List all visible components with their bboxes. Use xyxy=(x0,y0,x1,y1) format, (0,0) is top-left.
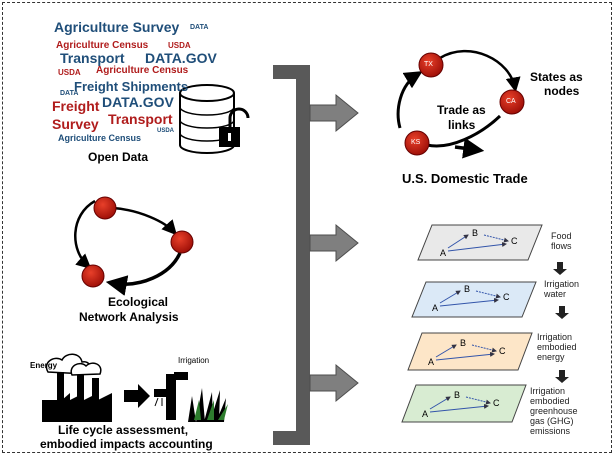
down-arrow xyxy=(555,306,569,319)
layer-node-a: A xyxy=(422,409,429,419)
cloud-word: Transport xyxy=(108,111,173,127)
cloud-word: DATA.GOV xyxy=(102,94,174,110)
label-line: emissions xyxy=(530,425,571,436)
cloud-word: Survey xyxy=(52,116,99,132)
cloud-word: Agriculture Census xyxy=(96,65,189,76)
label-line: flows xyxy=(551,240,572,251)
layer-node-c: C xyxy=(493,398,500,408)
cloud-word: Agriculture Census xyxy=(58,133,142,143)
down-arrow xyxy=(553,262,567,275)
label-line: Irrigation xyxy=(544,279,580,289)
factory-icon xyxy=(42,353,112,422)
states-nodes-line2: nodes xyxy=(544,84,580,98)
lca-label-line1: Life cycle assessment, xyxy=(58,423,189,437)
arrow-energy-to-irrigation xyxy=(124,384,150,408)
layer-node-a: A xyxy=(428,357,435,367)
trade-cycle xyxy=(396,49,525,159)
padlock-icon xyxy=(219,107,250,147)
layer-water xyxy=(411,281,537,318)
irrigation-icon xyxy=(154,372,188,420)
label-line: embodied xyxy=(537,341,577,352)
arrow-to-lca xyxy=(309,363,359,403)
arrow-to-trade xyxy=(309,93,359,133)
arrow-to-layers xyxy=(309,223,359,263)
grass-icon xyxy=(188,388,228,422)
cloud-word: USDA xyxy=(58,68,81,77)
cloud-word: USDA xyxy=(168,41,191,50)
layer-node-a: A xyxy=(432,303,439,313)
node-ca-label: CA xyxy=(506,98,516,105)
label-line: embodied xyxy=(530,395,570,406)
down-arrow xyxy=(555,370,569,383)
label-line: Irrigation xyxy=(537,332,573,342)
layer-node-b: B xyxy=(464,284,471,294)
cloud-word: Agriculture Survey xyxy=(54,19,180,35)
label-line: water xyxy=(544,288,567,299)
cloud-word: DATA.GOV xyxy=(145,50,217,66)
cloud-word: Transport xyxy=(60,50,125,66)
layer-node-a: A xyxy=(440,248,447,258)
layer-node-b: B xyxy=(454,390,461,400)
irrigation-water-label: Irrigation water xyxy=(544,279,580,300)
label-line: greenhouse xyxy=(530,405,578,416)
states-nodes-line1: States as xyxy=(530,70,583,84)
cloud-word: Freight xyxy=(52,98,100,114)
trade-links-line1: Trade as xyxy=(437,103,486,117)
layer-node-b: B xyxy=(460,338,467,348)
node-tx-label: TX xyxy=(424,61,433,68)
ena-cycle xyxy=(74,196,194,296)
layer-ghg xyxy=(401,384,527,423)
ena-node xyxy=(170,230,194,254)
layer-energy xyxy=(407,332,533,371)
open-data-label: Open Data xyxy=(88,150,149,164)
irrigation-energy-label: Irrigation embodied energy xyxy=(537,332,577,363)
layer-node-c: C xyxy=(503,292,510,302)
cloud-word: Freight Shipments xyxy=(74,79,189,94)
node-ks-label: KS xyxy=(411,139,421,146)
down-arrows xyxy=(553,262,569,383)
ena-label-line1: Ecological xyxy=(108,295,169,309)
layer-food xyxy=(417,224,543,261)
ena-node xyxy=(93,196,117,220)
label-line: Irrigation xyxy=(530,386,566,396)
center-bracket xyxy=(273,65,310,445)
label-line: Food xyxy=(551,231,572,241)
trade-links-line2: links xyxy=(448,118,476,132)
ena-label-line2: Network Analysis xyxy=(79,310,179,324)
layer-node-c: C xyxy=(511,236,518,246)
trade-title: U.S. Domestic Trade xyxy=(402,171,528,186)
node-ks xyxy=(404,130,430,156)
node-tx xyxy=(418,52,444,78)
food-flows-label: Food flows xyxy=(551,231,572,252)
database-icon xyxy=(179,84,235,154)
cloud-word: DATA xyxy=(190,24,209,31)
cloud-word: USDA xyxy=(157,128,175,134)
layer-node-b: B xyxy=(472,228,479,238)
label-line: energy xyxy=(537,351,565,362)
lca-label-line2: embodied impacts accounting xyxy=(40,437,213,451)
label-line: gas (GHG) xyxy=(530,415,574,426)
node-ca xyxy=(499,89,525,115)
irrigation-ghg-label: Irrigation embodied greenhouse gas (GHG)… xyxy=(530,386,578,436)
cloud-word: DATA xyxy=(60,90,79,97)
layer-node-c: C xyxy=(499,346,506,356)
ena-node xyxy=(81,264,105,288)
irrigation-label: Irrigation xyxy=(178,356,210,365)
cloud-word: Agriculture Census xyxy=(56,40,149,51)
energy-label: Energy xyxy=(30,361,58,370)
